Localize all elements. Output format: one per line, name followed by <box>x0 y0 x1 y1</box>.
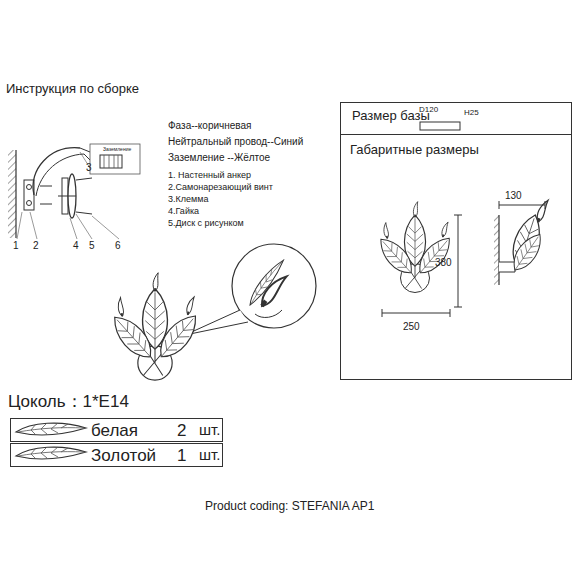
wire-note: Заземление --Жёлтое <box>168 152 270 163</box>
bulb-color: белая <box>91 422 138 441</box>
unit: шт. <box>199 447 220 464</box>
dimension: 130 <box>505 190 522 201</box>
bulb-count: 1 <box>177 447 186 466</box>
callout-number: 1 <box>13 240 19 251</box>
terminal-label: Заземление <box>103 147 131 153</box>
part-item: 3.Клемма <box>168 195 208 205</box>
part-item: 5.Диск с рисунком <box>168 219 244 229</box>
part-item: 4.Гайка <box>168 207 199 217</box>
base-size-panel: Размер базыD120 H25 <box>340 102 572 135</box>
panel-heading: Габаритные размеры <box>350 143 479 157</box>
callout-number: 5 <box>89 240 95 251</box>
callout-number: 4 <box>73 240 79 251</box>
wire-note: Фаза--коричневая <box>168 120 252 131</box>
wire-note: Нейтральный провод--Синий <box>168 136 303 147</box>
sheet-title: Инструкция по сборке <box>6 82 139 96</box>
dimension: H25 <box>464 109 479 118</box>
panel-heading: Размер базы <box>352 109 430 123</box>
part-item: 2.Самонарезающий винт <box>168 183 273 193</box>
dimension: 250 <box>403 321 420 332</box>
unit: шт. <box>199 422 220 439</box>
callout-number: 6 <box>115 240 121 251</box>
product-code: Product coding: STEFANIA AP1 <box>205 500 374 513</box>
dimension: D120 <box>419 106 438 115</box>
bulb-row: Золотой 1 шт. <box>10 443 223 467</box>
bulb-color: Золотой <box>91 447 156 466</box>
callout-number: 3 <box>86 162 92 173</box>
dimension: 380 <box>435 257 452 268</box>
bulb-count: 2 <box>177 422 186 441</box>
part-item: 1. Настенный анкер <box>168 171 251 181</box>
overall-size-panel: Габаритные размеры 130 380 250 <box>340 134 572 380</box>
callout-number: 2 <box>33 240 39 251</box>
bulb-row: белая 2 шт. <box>10 418 223 442</box>
lamp-base: Цоколь：1*E14 <box>8 393 129 412</box>
